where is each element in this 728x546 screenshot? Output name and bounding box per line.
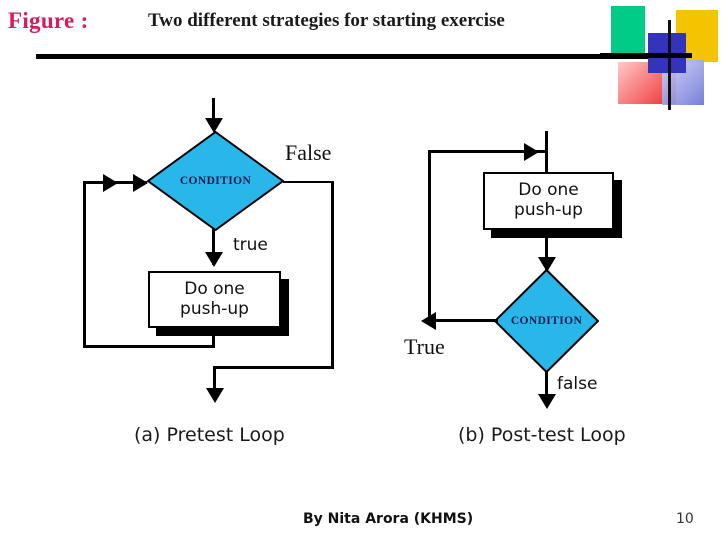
process-pushup-a: Do one push-up [148, 271, 289, 336]
decorative-squares [600, 0, 728, 110]
loopback-arrowhead-mid-a [103, 174, 118, 192]
diamond-outline-a [147, 131, 284, 231]
exit-line-a [213, 366, 216, 394]
true-left-b [428, 319, 498, 322]
decor-vertical-bar [668, 20, 671, 110]
process-text-b: Do one push-up [514, 181, 583, 220]
decision-condition-b: CONDITION [494, 269, 599, 373]
decor-horizontal-bar [600, 53, 692, 58]
exit-arrowhead-a [206, 388, 224, 403]
edge-label-false-b: false [557, 374, 598, 394]
decision-condition-a: CONDITION [147, 131, 284, 231]
footer-page-number: 10 [676, 511, 694, 527]
process-pushup-b: Do one push-up [483, 172, 622, 238]
edge-label-true-b: True [404, 334, 445, 359]
decision-label-a: CONDITION [179, 175, 252, 187]
entry-arrowhead-a [205, 118, 223, 133]
figure-label: Figure : [8, 8, 89, 33]
true-arrowhead-a [205, 252, 223, 267]
false-left-a [213, 366, 334, 369]
page-title: Two different strategies for starting ex… [148, 10, 505, 31]
caption-post-test-loop: (b) Post-test Loop [458, 424, 626, 446]
true-right-b [428, 150, 548, 153]
process-line1-b: Do one [518, 180, 579, 201]
loopback-arrowhead-a [133, 174, 148, 192]
process-face-a: Do one push-up [148, 271, 281, 328]
title-rule [36, 54, 656, 59]
loopback-left-a [83, 345, 215, 348]
footer-credit: By Nita Arora (KHMS) [303, 511, 474, 527]
edge-label-false-a: False [285, 140, 332, 165]
process-line2-b: push-up [514, 200, 583, 220]
process-line1-a: Do one [184, 278, 245, 299]
true-entry-arrowhead-b [524, 143, 539, 161]
decor-square-green [611, 6, 645, 58]
false-down-b [545, 372, 548, 403]
caption-pretest-loop: (a) Pretest Loop [134, 424, 285, 446]
entry-line-a [212, 98, 215, 130]
loopback-down-a [212, 328, 215, 348]
edge-label-true-a: true [233, 235, 268, 255]
decision-label-b: CONDITION [510, 315, 583, 327]
process-line2-a: push-up [180, 298, 249, 319]
false-arrowhead-b [538, 394, 556, 409]
box-to-decision-arrowhead-b [538, 257, 556, 272]
process-text-a: Do one push-up [180, 278, 249, 319]
true-edge-a [212, 229, 215, 265]
process-face-b: Do one push-up [483, 172, 614, 230]
false-down-a [331, 181, 334, 369]
box-to-decision-b [545, 230, 548, 272]
true-up-b [428, 150, 431, 322]
loopback-up-a [83, 181, 86, 348]
false-right-a [283, 181, 334, 183]
